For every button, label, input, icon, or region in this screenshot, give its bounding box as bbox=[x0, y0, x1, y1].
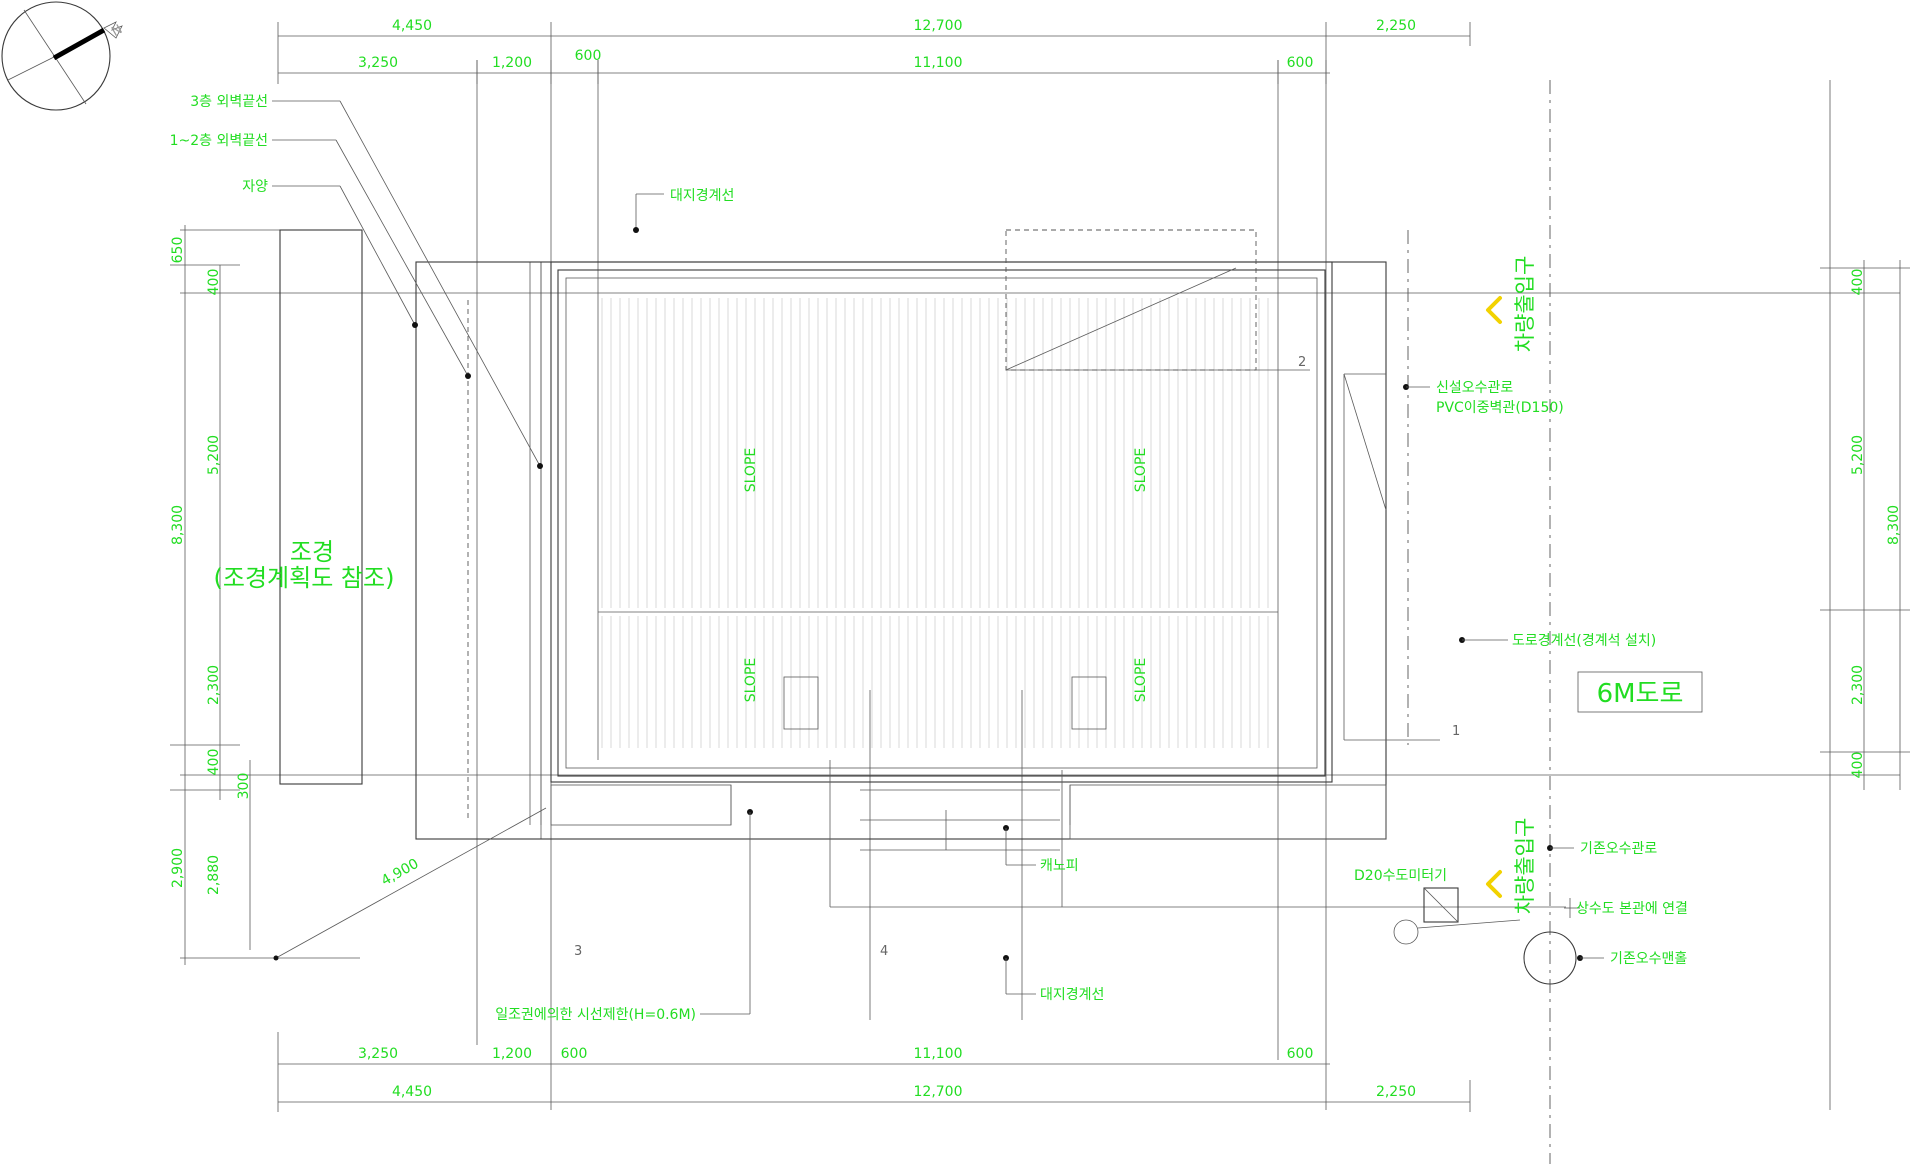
label-new-sewer-2: PVC이중벽관(D150) bbox=[1436, 400, 1564, 416]
vehicle-entry-arrow-icon bbox=[1486, 296, 1502, 324]
label-setback: 자양 bbox=[242, 179, 268, 195]
dim-left-9: 2,880 bbox=[206, 855, 222, 895]
dim-diagonal: 4,900 bbox=[379, 856, 422, 889]
dim-right-5: 400 bbox=[1850, 752, 1866, 779]
dim-bottom-sub-4: 11,100 bbox=[914, 1046, 963, 1062]
dim-left-6: 400 bbox=[206, 749, 222, 776]
label-num-3: 3 bbox=[574, 944, 582, 959]
label-road: 6M도로 bbox=[1597, 679, 1684, 709]
dim-bottom-total-1: 4,450 bbox=[392, 1084, 432, 1100]
label-slope-3: SLOPE bbox=[743, 658, 759, 703]
dim-left-8: 2,900 bbox=[170, 848, 186, 888]
label-landscape-sub: (조경계획도 참조) bbox=[214, 564, 395, 592]
dim-left-7: 300 bbox=[236, 773, 252, 800]
label-site-boundary-top: 대지경계선 bbox=[670, 188, 734, 204]
label-site-boundary-bottom: 대지경계선 bbox=[1040, 987, 1104, 1003]
label-vehicle-entry-bottom: 차량출입구 bbox=[1513, 818, 1537, 915]
dim-right-3: 8,300 bbox=[1886, 505, 1902, 545]
water-meter bbox=[1393, 887, 1577, 985]
label-num-1: 1 bbox=[1452, 724, 1460, 739]
road-label-box bbox=[1577, 671, 1703, 713]
dim-top-sub-3: 600 bbox=[575, 48, 602, 64]
label-water-meter: D20수도미터기 bbox=[1354, 868, 1447, 884]
sewer-pipe bbox=[1343, 80, 1551, 1164]
dim-top-total-1: 4,450 bbox=[392, 18, 432, 34]
label-vehicle-entry-top: 차량출입구 bbox=[1513, 256, 1537, 353]
label-3f-wall-line: 3층 외벽끝선 bbox=[190, 94, 268, 110]
landscape-area bbox=[279, 229, 542, 840]
left-dimensions: 650 400 5,200 8,300 2,300 400 300 2,900 … bbox=[170, 225, 1900, 965]
dim-right-2: 5,200 bbox=[1850, 435, 1866, 475]
label-sight-fence: 일조권에의한 시선제한(H=0.6M) bbox=[495, 1007, 696, 1023]
label-water-connect: 상수도 본관에 연결 bbox=[1576, 901, 1688, 917]
dim-left-3: 5,200 bbox=[206, 435, 222, 475]
dim-top-sub-2: 1,200 bbox=[492, 55, 532, 71]
label-slope-1: SLOPE bbox=[743, 448, 759, 493]
dim-left-2: 400 bbox=[206, 269, 222, 296]
dim-top-sub-4: 11,100 bbox=[914, 55, 963, 71]
label-canopy: 캐노피 bbox=[1040, 858, 1079, 874]
dim-top-sub-5: 600 bbox=[1287, 55, 1314, 71]
label-slope-4: SLOPE bbox=[1133, 658, 1149, 703]
site-boundary bbox=[415, 261, 1387, 840]
label-road-boundary: 도로경계선(경계석 설치) bbox=[1512, 633, 1656, 649]
dim-bottom-total-2: 12,700 bbox=[914, 1084, 963, 1100]
dim-bottom-sub-5: 600 bbox=[1287, 1046, 1314, 1062]
dim-left-5: 2,300 bbox=[206, 665, 222, 705]
label-num-2: 2 bbox=[1298, 355, 1306, 370]
dim-bottom-sub-3: 600 bbox=[561, 1046, 588, 1062]
dim-bottom-sub-1: 3,250 bbox=[358, 1046, 398, 1062]
top-dimensions: 4,450 12,700 2,250 3,250 1,200 600 11,10… bbox=[277, 18, 1471, 84]
label-1-2f-wall-line: 1~2층 외벽끝선 bbox=[170, 133, 268, 149]
dim-left-4: 8,300 bbox=[170, 505, 186, 545]
bottom-dimensions: 3,250 1,200 600 11,100 600 4,450 12,700 … bbox=[277, 1032, 1471, 1112]
label-existing-manhole: 기존오수맨홀 bbox=[1610, 951, 1687, 967]
label-existing-sewer: 기존오수관로 bbox=[1580, 841, 1657, 857]
north-arrow-icon: N bbox=[1, 1, 125, 111]
dim-bottom-sub-2: 1,200 bbox=[492, 1046, 532, 1062]
dim-top-total-3: 2,250 bbox=[1376, 18, 1416, 34]
label-num-4: 4 bbox=[880, 944, 888, 959]
building-footprint bbox=[550, 229, 1333, 783]
dim-left-1: 650 bbox=[170, 237, 186, 264]
dim-top-total-2: 12,700 bbox=[914, 18, 963, 34]
right-dimensions: 400 5,200 8,300 2,300 400 bbox=[1820, 80, 1910, 1110]
dim-right-4: 2,300 bbox=[1850, 665, 1866, 705]
vehicle-entry-arrow-icon bbox=[1486, 870, 1502, 898]
label-new-sewer-1: 신설오수관로 bbox=[1436, 380, 1513, 396]
dim-top-sub-1: 3,250 bbox=[358, 55, 398, 71]
svg-text:N: N bbox=[109, 22, 125, 40]
dim-right-1: 400 bbox=[1850, 269, 1866, 296]
label-slope-2: SLOPE bbox=[1133, 448, 1149, 493]
dim-bottom-total-3: 2,250 bbox=[1376, 1084, 1416, 1100]
label-landscape-title: 조경 bbox=[290, 538, 334, 566]
